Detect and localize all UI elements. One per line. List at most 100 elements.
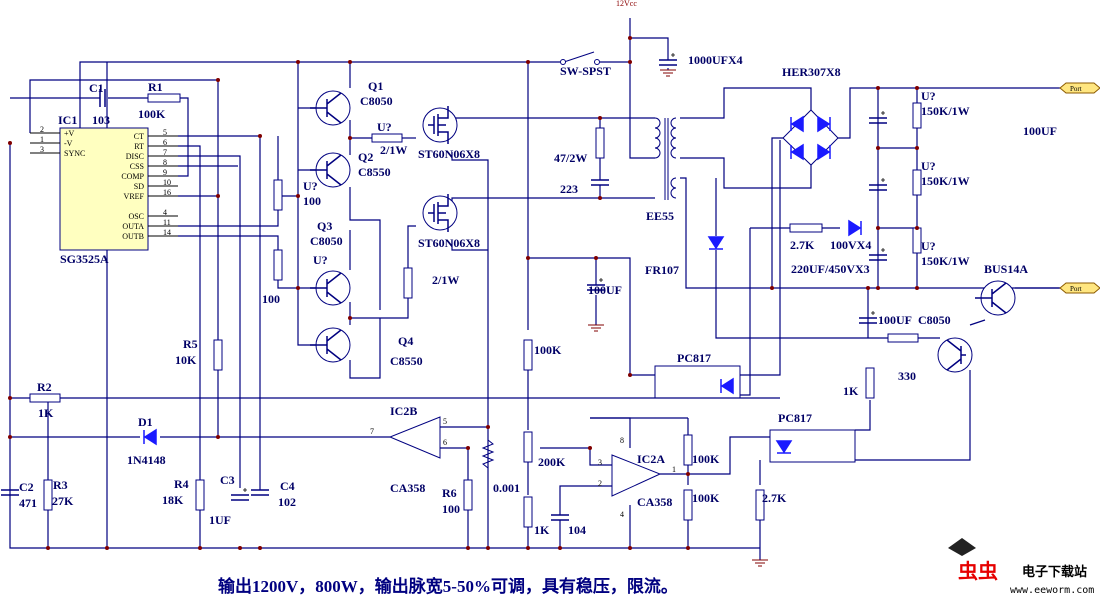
wire bbox=[29, 79, 219, 340]
resistor bbox=[463, 479, 473, 511]
c2-label: C2 bbox=[19, 480, 34, 494]
r5-value: 10K bbox=[175, 353, 197, 367]
mosfet-leads bbox=[428, 106, 449, 144]
junction-dot bbox=[915, 86, 919, 90]
ic1-part: SG3525A bbox=[60, 252, 109, 266]
diode bbox=[775, 440, 793, 454]
wire bbox=[688, 436, 770, 475]
resistor bbox=[273, 249, 283, 281]
pc817a-label: PC817 bbox=[677, 351, 711, 365]
r1-value: 100K bbox=[138, 107, 166, 121]
port2-label: Port bbox=[1070, 285, 1082, 293]
logo: 虫虫 电子下载站 www.eeworm.com bbox=[948, 538, 1094, 595]
junction-dot bbox=[915, 286, 919, 290]
r-100k-b: 100K bbox=[692, 452, 720, 466]
fr107-label: FR107 bbox=[645, 263, 679, 277]
r4-value: 18K bbox=[162, 493, 184, 507]
ic1-pin-number: 9 bbox=[163, 168, 167, 177]
wire bbox=[596, 257, 631, 375]
port1-label: Port bbox=[1070, 85, 1082, 93]
capacitor bbox=[551, 514, 569, 521]
junction-dot bbox=[866, 286, 870, 290]
ic2a-pin8: 8 bbox=[620, 436, 624, 445]
junction-dot bbox=[526, 60, 530, 64]
plus-sign-icon bbox=[881, 178, 885, 182]
wire bbox=[629, 18, 655, 159]
junction-dot bbox=[876, 286, 880, 290]
q-fb-part: C8050 bbox=[918, 313, 951, 327]
resistor bbox=[523, 496, 533, 528]
wire bbox=[178, 210, 279, 227]
u-div1: U? bbox=[921, 89, 936, 103]
r3-label: R3 bbox=[53, 478, 68, 492]
q4-part: C8550 bbox=[390, 354, 423, 368]
resistor bbox=[43, 479, 53, 511]
wire bbox=[79, 61, 560, 128]
plus-sign-icon bbox=[599, 278, 603, 282]
wire bbox=[855, 370, 971, 461]
q3-label: Q3 bbox=[317, 219, 332, 233]
ic1-pin-number: 3 bbox=[40, 145, 44, 154]
transformer-winding bbox=[670, 177, 677, 199]
junction-dot bbox=[348, 136, 352, 140]
wire bbox=[178, 97, 189, 177]
diode bbox=[817, 115, 831, 133]
logo-mark: 虫虫 bbox=[958, 559, 998, 583]
junction-dot bbox=[628, 36, 632, 40]
junction-dot bbox=[238, 546, 242, 550]
diode bbox=[720, 377, 734, 395]
ic1-pin-number: 8 bbox=[163, 158, 167, 167]
wire bbox=[740, 140, 781, 376]
resistor bbox=[595, 127, 605, 159]
wire bbox=[451, 240, 488, 251]
plus-sign-icon bbox=[881, 111, 885, 115]
c4-value: 102 bbox=[278, 495, 296, 509]
wire bbox=[540, 447, 612, 466]
diode bbox=[143, 428, 157, 446]
transistor-leads bbox=[975, 282, 1007, 314]
junction-dot bbox=[216, 435, 220, 439]
transformer-core bbox=[664, 118, 669, 200]
electrolytic-capacitor bbox=[659, 59, 677, 66]
op-amp-ic2b bbox=[388, 416, 441, 459]
r6-value: 100 bbox=[442, 502, 460, 516]
wire bbox=[178, 235, 279, 250]
r-100k-c: 100K bbox=[692, 491, 720, 505]
q2-part: C8550 bbox=[358, 165, 391, 179]
wire bbox=[559, 485, 612, 515]
junction-dot bbox=[628, 546, 632, 550]
electrolytic-capacitor bbox=[231, 494, 249, 501]
resistor bbox=[371, 133, 403, 143]
electrolytic-capacitor bbox=[869, 254, 887, 261]
wire bbox=[9, 143, 760, 549]
wire bbox=[451, 197, 655, 212]
r2-value: 1K bbox=[38, 406, 54, 420]
ic1-pin-name: VREF bbox=[124, 192, 145, 201]
port-hv-minus bbox=[1059, 282, 1100, 294]
wire bbox=[838, 87, 1060, 139]
caption: 输出1200V，800W，输出脉宽5-50%可调，具有稳压，限流。 bbox=[218, 576, 678, 595]
junction-dot bbox=[686, 472, 690, 476]
pot-label: 200K bbox=[538, 455, 566, 469]
plus-sign-icon bbox=[881, 248, 885, 252]
junction-dot bbox=[876, 226, 880, 230]
junction-dot bbox=[348, 60, 352, 64]
ic1-pin-number: 10 bbox=[163, 178, 171, 187]
mosfet2-label: ST60N06X8 bbox=[418, 236, 480, 250]
c3-label: C3 bbox=[220, 473, 235, 487]
u-div3: U? bbox=[921, 239, 936, 253]
ic2a-pin4: 4 bbox=[620, 510, 624, 519]
ground-symbol bbox=[588, 324, 604, 332]
ic1-pin-number: 7 bbox=[163, 148, 167, 157]
r6-label: R6 bbox=[442, 486, 457, 500]
ic1-pin-name: OSC bbox=[128, 212, 144, 221]
junction-dot bbox=[466, 446, 470, 450]
wire bbox=[528, 257, 597, 285]
resistor bbox=[147, 93, 181, 103]
zener-label: 100VX4 bbox=[830, 238, 871, 252]
wire bbox=[451, 117, 655, 124]
r-330-label: 330 bbox=[898, 369, 916, 383]
junction-dot bbox=[8, 435, 12, 439]
ic1-pin-number: 16 bbox=[163, 188, 171, 197]
